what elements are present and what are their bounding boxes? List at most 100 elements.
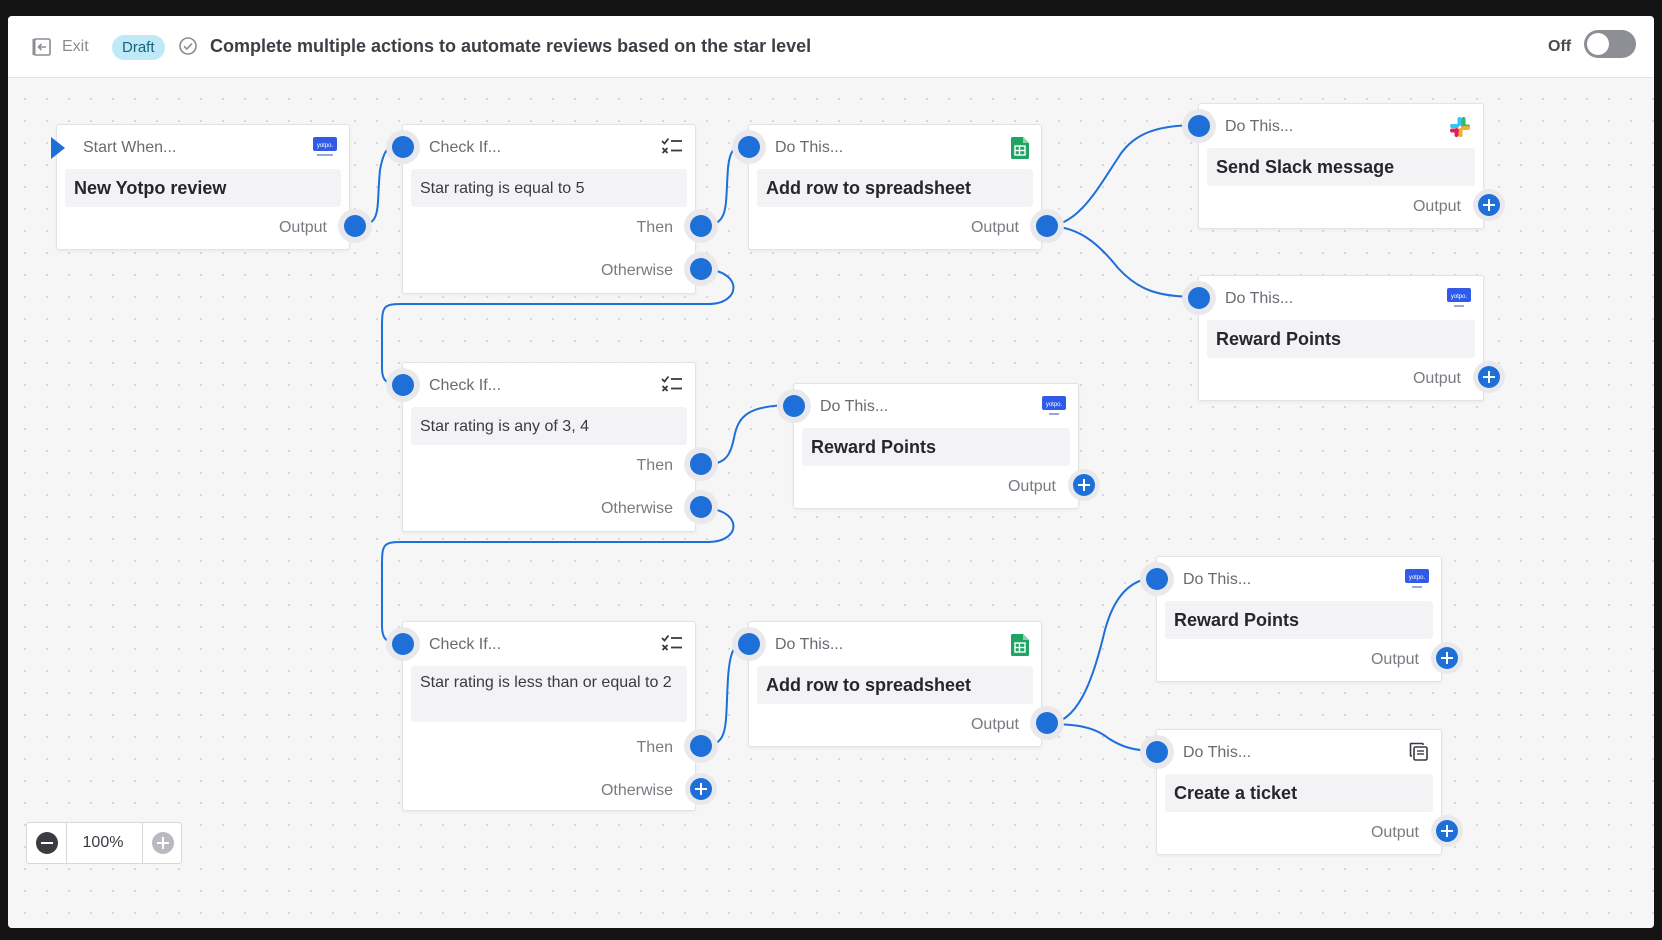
checklist-icon [661,375,682,392]
otherwise-label: Otherwise [600,782,673,799]
workflow-editor: Exit Draft Complete multiple actions to … [8,16,1654,928]
node-heading: Do This... [775,636,844,653]
zoom-divider [66,823,67,863]
action-node-reward-points-2[interactable]: Do This... yotpo. Reward Points Output [783,383,1095,509]
output-port[interactable] [344,215,366,237]
node-heading: Do This... [1183,744,1252,761]
zoom-out-button[interactable] [36,832,58,854]
node-heading: Check If... [429,636,502,653]
otherwise-label: Otherwise [600,262,673,279]
output-port[interactable] [1036,712,1058,734]
node-summary: New Yotpo review [65,169,341,207]
output-label: Output [278,219,327,236]
logo-text: yotpo. [317,143,334,149]
input-port[interactable] [392,136,414,158]
node-heading: Do This... [775,139,844,156]
condition-text: Star rating is any of 3, 4 [411,407,687,445]
then-port[interactable] [690,215,712,237]
node-summary: Add row to spreadsheet [757,666,1033,704]
condition-node-check1[interactable]: Check If... Star rating is equal to 5 Th… [392,124,712,294]
exit-button[interactable]: Exit [32,37,89,57]
ticket-copy-icon [1409,742,1428,761]
zoom-level: 100% [82,834,124,851]
edge-sheet1-slack [1046,124,1199,227]
add-step-button[interactable] [1073,474,1095,496]
edge-sheet1-reward1 [1046,225,1199,298]
zoom-in-button[interactable] [152,832,174,854]
add-step-button[interactable] [1436,647,1458,669]
workflow-title[interactable]: Complete multiple actions to automate re… [210,36,812,56]
edge-sheet2-reward3 [1046,577,1157,725]
input-port[interactable] [1188,287,1210,309]
edge-start-check1 [354,145,403,227]
zoom-control: 100% [26,822,182,864]
node-heading: Do This... [1225,118,1294,135]
node-heading: Do This... [1225,290,1294,307]
then-port[interactable] [690,453,712,475]
action-node-add-row-2[interactable]: Do This... Add row to spreadsheet Output [738,621,1058,747]
node-heading: Do This... [1183,571,1252,588]
google-sheets-icon [1011,137,1029,159]
add-otherwise-step-button[interactable] [690,778,712,800]
output-port[interactable] [1036,215,1058,237]
otherwise-port[interactable] [690,258,712,280]
yotpo-logo-icon: yotpo. [1405,569,1429,588]
condition-text: Star rating is less than or equal to 2 [411,666,687,722]
check-circle-icon [179,37,197,55]
input-port[interactable] [392,633,414,655]
input-port[interactable] [1188,115,1210,137]
then-label: Then [636,739,673,756]
yotpo-logo-icon: yotpo. [313,137,337,156]
node-summary: Send Slack message [1207,148,1475,186]
input-port[interactable] [1146,568,1168,590]
condition-text: Star rating is equal to 5 [411,169,687,207]
edge-check3-sheet2 [700,642,749,747]
slack-icon [1450,117,1470,137]
otherwise-label: Otherwise [600,500,673,517]
action-node-reward-points-1[interactable]: Do This... yotpo. Reward Points Output [1188,275,1500,401]
node-summary: Reward Points [802,428,1070,466]
logo-text: yotpo. [1409,575,1426,581]
condition-node-check2[interactable]: Check If... Star rating is any of 3, 4 T… [392,362,712,532]
add-step-button[interactable] [1478,194,1500,216]
then-label: Then [636,457,673,474]
otherwise-port[interactable] [690,496,712,518]
output-label: Output [1412,198,1461,215]
add-step-button[interactable] [1436,820,1458,842]
output-label: Output [1370,651,1419,668]
node-heading: Start When... [83,139,177,156]
node-heading: Check If... [429,139,502,156]
logo-text: yotpo. [1046,402,1063,408]
add-step-button[interactable] [1478,366,1500,388]
output-label: Output [1412,370,1461,387]
action-node-reward-points-3[interactable]: Do This... yotpo. Reward Points Output [1146,556,1458,682]
action-node-add-row-1[interactable]: Do This... Add row to spreadsheet Output [738,124,1058,250]
action-node-slack[interactable]: Do This... Send Slack message Output [1188,103,1500,229]
node-summary: Add row to spreadsheet [757,169,1033,207]
trigger-node-start[interactable]: Start When... yotpo. New Yotpo review Ou… [51,124,366,250]
input-port[interactable] [392,374,414,396]
output-label: Output [970,219,1019,236]
edge-check1-check2 [381,268,735,385]
input-port[interactable] [783,395,805,417]
action-node-create-ticket[interactable]: Do This... Create a ticket Output [1146,729,1458,855]
input-port[interactable] [1146,741,1168,763]
output-label: Output [1370,824,1419,841]
edge-sheet2-ticket [1046,723,1157,752]
toggle-label: Off [1548,38,1572,55]
input-port[interactable] [738,633,760,655]
edge-check1-sheet1 [700,145,749,227]
exit-label: Exit [62,38,89,55]
condition-node-check3[interactable]: Check If... Star rating is less than or … [392,621,712,811]
node-summary: Create a ticket [1165,774,1433,812]
then-port[interactable] [690,735,712,757]
start-arrow-icon [51,137,65,159]
checklist-icon [661,137,682,154]
checklist-icon [661,634,682,651]
node-summary: Reward Points [1165,601,1433,639]
activate-toggle[interactable] [1584,30,1636,58]
node-summary: Reward Points [1207,320,1475,358]
input-port[interactable] [738,136,760,158]
flow-canvas[interactable]: Start When... yotpo. New Yotpo review Ou… [8,78,1654,928]
node-heading: Check If... [429,377,502,394]
